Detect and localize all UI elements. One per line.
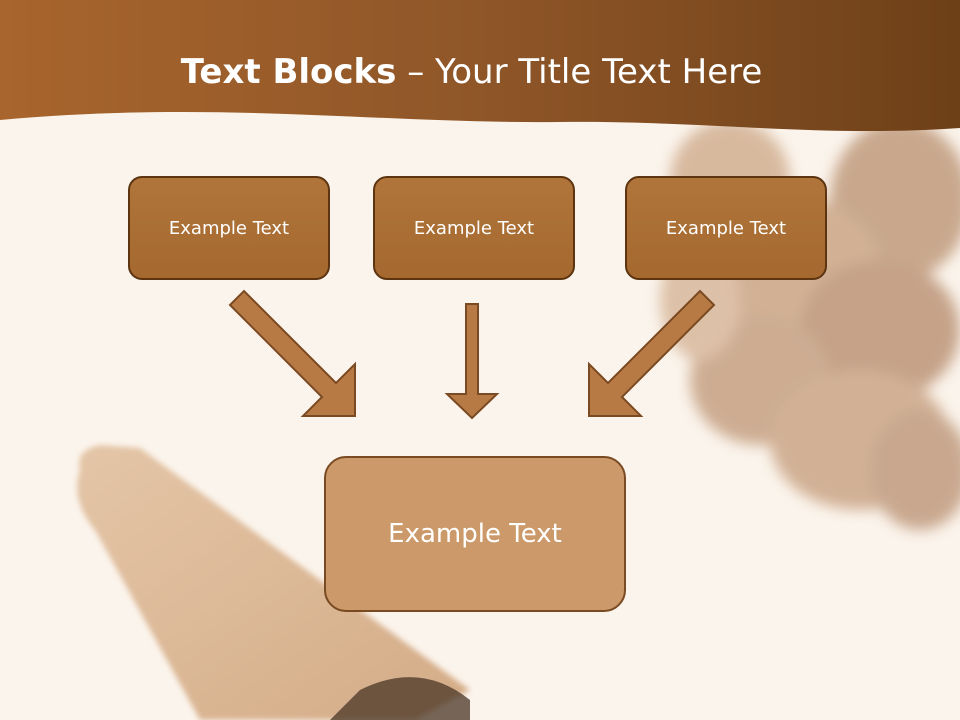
text-block-2-label: Example Text	[413, 217, 535, 239]
text-block-3-label: Example Text	[665, 217, 787, 239]
header-band	[0, 0, 960, 132]
slide-title: Text Blocks – Your Title Text Here	[0, 52, 943, 92]
arrow-left-diagonal	[228, 289, 356, 417]
text-block-1-label: Example Text	[168, 217, 290, 239]
cigar-image	[77, 445, 470, 720]
text-block-2: Example Text	[373, 176, 575, 280]
title-rest: – Your Title Text Here	[396, 52, 763, 92]
text-block-3: Example Text	[625, 176, 827, 280]
title-bold: Text Blocks	[180, 52, 397, 92]
arrow-right-diagonal	[588, 289, 716, 417]
arrow-center-down	[444, 303, 500, 420]
text-block-1: Example Text	[128, 176, 330, 280]
target-text-block-label: Example Text	[388, 519, 562, 549]
target-text-block: Example Text	[324, 456, 626, 612]
